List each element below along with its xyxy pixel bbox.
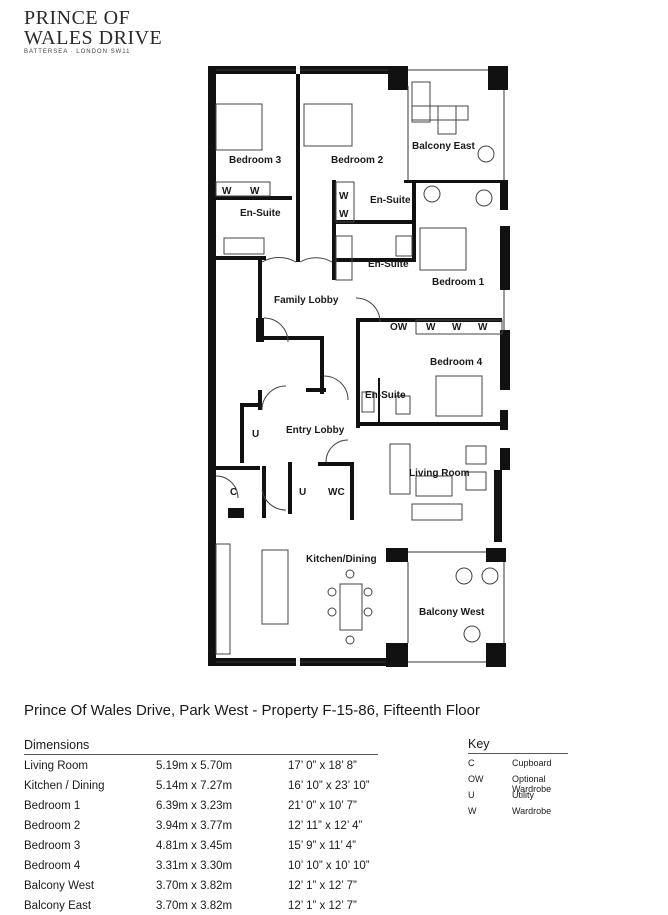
wardrobe-mark: W bbox=[452, 322, 462, 333]
dimensions-row: Living Room 5.19m x 5.70m 17’ 0” x 18’ 8” bbox=[24, 755, 378, 775]
key-code: C bbox=[468, 758, 475, 768]
room-label-en-suite-bed1: En-Suite bbox=[368, 259, 409, 270]
key-description: Cupboard bbox=[512, 758, 552, 768]
dimensions-room: Bedroom 3 bbox=[24, 840, 81, 852]
brand-logo: PRINCE OF WALES DRIVE BATTERSEA · LONDON… bbox=[24, 8, 194, 55]
dimensions-row: Balcony West 3.70m x 3.82m 12’ 1” x 12’ 7” bbox=[24, 875, 378, 895]
key-row: C Cupboard bbox=[468, 754, 568, 770]
brand-line-1: PRINCE OF bbox=[24, 7, 131, 29]
dimensions-heading: Dimensions bbox=[24, 738, 378, 755]
furniture bbox=[215, 81, 503, 655]
wardrobe-mark: W bbox=[426, 322, 436, 333]
wardrobe-mark: W bbox=[250, 186, 260, 197]
dimensions-metric: 3.94m x 3.77m bbox=[156, 820, 233, 832]
wc-mark: WC bbox=[328, 487, 345, 498]
dimensions-metric: 6.39m x 3.23m bbox=[156, 800, 233, 812]
dimensions-metric: 3.70m x 3.82m bbox=[156, 900, 233, 912]
room-label-balcony-east: Balcony East bbox=[412, 141, 475, 152]
dimensions-imperial: 12’ 11” x 12’ 4” bbox=[288, 820, 363, 832]
dimensions-metric: 4.81m x 3.45m bbox=[156, 840, 233, 852]
key-row: OW Optional Wardrobe bbox=[468, 770, 568, 794]
key-heading: Key bbox=[468, 737, 568, 754]
key-code: W bbox=[468, 806, 477, 816]
dimensions-row: Balcony East 3.70m x 3.82m 12’ 1” x 12’ 7” bbox=[24, 895, 378, 915]
room-label-entry-lobby: Entry Lobby bbox=[286, 425, 345, 436]
room-label-en-suite-bed4: En-Suite bbox=[365, 390, 406, 401]
key-code: OW bbox=[468, 774, 484, 784]
window-lines bbox=[216, 69, 505, 663]
room-label-living-room: Living Room bbox=[409, 468, 470, 479]
room-label-bedroom-1: Bedroom 1 bbox=[432, 277, 485, 288]
wardrobe-mark: W bbox=[222, 186, 232, 197]
wardrobe-mark: W bbox=[339, 209, 349, 220]
dimensions-imperial: 12’ 1” x 12’ 7” bbox=[288, 900, 357, 912]
room-label-balcony-west: Balcony West bbox=[419, 607, 485, 618]
room-label-kitchen-dining: Kitchen/Dining bbox=[306, 554, 377, 565]
dimensions-metric: 5.14m x 7.27m bbox=[156, 780, 233, 792]
dimensions-room: Balcony West bbox=[24, 880, 95, 892]
key-row: W Wardrobe bbox=[468, 802, 568, 818]
key-description: Utility bbox=[512, 790, 534, 800]
brand-line-2: WALES DRIVE bbox=[24, 27, 163, 49]
dimensions-row: Bedroom 4 3.31m x 3.30m 10’ 10” x 10’ 10” bbox=[24, 855, 378, 875]
room-label-en-suite-bed2: En-Suite bbox=[370, 195, 411, 206]
key-description: Wardrobe bbox=[512, 806, 552, 816]
wardrobe-mark: W bbox=[478, 322, 488, 333]
utility-mark: U bbox=[252, 429, 259, 440]
dimensions-row: Bedroom 2 3.94m x 3.77m 12’ 11” x 12’ 4” bbox=[24, 815, 378, 835]
room-label-bedroom-2: Bedroom 2 bbox=[331, 155, 384, 166]
dimensions-imperial: 10’ 10” x 10’ 10” bbox=[288, 860, 370, 872]
dimensions-imperial: 12’ 1” x 12’ 7” bbox=[288, 880, 357, 892]
key-code: U bbox=[468, 790, 475, 800]
floor-plan: Bedroom 3 Bedroom 2 Balcony East En-Suit… bbox=[208, 66, 510, 667]
dimensions-row: Bedroom 1 6.39m x 3.23m 21’ 0” x 10’ 7” bbox=[24, 795, 378, 815]
key-row: U Utility bbox=[468, 786, 568, 802]
key-table: Key C Cupboard OW Optional Wardrobe U Utili… bbox=[468, 737, 568, 818]
dimensions-metric: 5.19m x 5.70m bbox=[156, 760, 233, 772]
dimensions-room: Bedroom 4 bbox=[24, 860, 81, 872]
dimensions-room: Kitchen / Dining bbox=[24, 780, 105, 792]
dimensions-table: Dimensions Living Room 5.19m x 5.70m 17’ 0… bbox=[24, 738, 378, 915]
dimensions-imperial: 16’ 10” x 23’ 10” bbox=[288, 780, 370, 792]
dimensions-imperial: 17’ 0” x 18’ 8” bbox=[288, 760, 357, 772]
dimensions-metric: 3.70m x 3.82m bbox=[156, 880, 233, 892]
dimensions-metric: 3.31m x 3.30m bbox=[156, 860, 233, 872]
room-label-en-suite-bed3: En-Suite bbox=[240, 208, 281, 219]
key-description: Optional Wardrobe bbox=[512, 774, 552, 794]
property-title: Prince Of Wales Drive, Park West - Prope… bbox=[24, 702, 480, 719]
wardrobe-mark: W bbox=[339, 191, 349, 202]
room-label-bedroom-4: Bedroom 4 bbox=[430, 357, 483, 368]
dimensions-room: Living Room bbox=[24, 760, 88, 772]
room-label-bedroom-3: Bedroom 3 bbox=[229, 155, 282, 166]
optional-wardrobe-mark: OW bbox=[390, 322, 408, 333]
dimensions-row: Kitchen / Dining 5.14m x 7.27m 16’ 10” x 2… bbox=[24, 775, 378, 795]
dimensions-row: Bedroom 3 4.81m x 3.45m 15’ 9” x 11’ 4” bbox=[24, 835, 378, 855]
brand-subtitle: BATTERSEA · LONDON SW11 bbox=[24, 49, 131, 55]
dimensions-room: Bedroom 2 bbox=[24, 820, 81, 832]
dimensions-imperial: 15’ 9” x 11’ 4” bbox=[288, 840, 356, 852]
utility-mark: U bbox=[299, 487, 306, 498]
cupboard-mark: C bbox=[230, 487, 237, 498]
dimensions-imperial: 21’ 0” x 10’ 7” bbox=[288, 800, 357, 812]
room-label-family-lobby: Family Lobby bbox=[274, 295, 339, 306]
plan-marks: W W W W OW W W W U U C WC bbox=[222, 186, 488, 498]
dimensions-room: Bedroom 1 bbox=[24, 800, 81, 812]
room-labels: Bedroom 3 Bedroom 2 Balcony East En-Suit… bbox=[229, 141, 485, 618]
dimensions-room: Balcony East bbox=[24, 900, 92, 912]
